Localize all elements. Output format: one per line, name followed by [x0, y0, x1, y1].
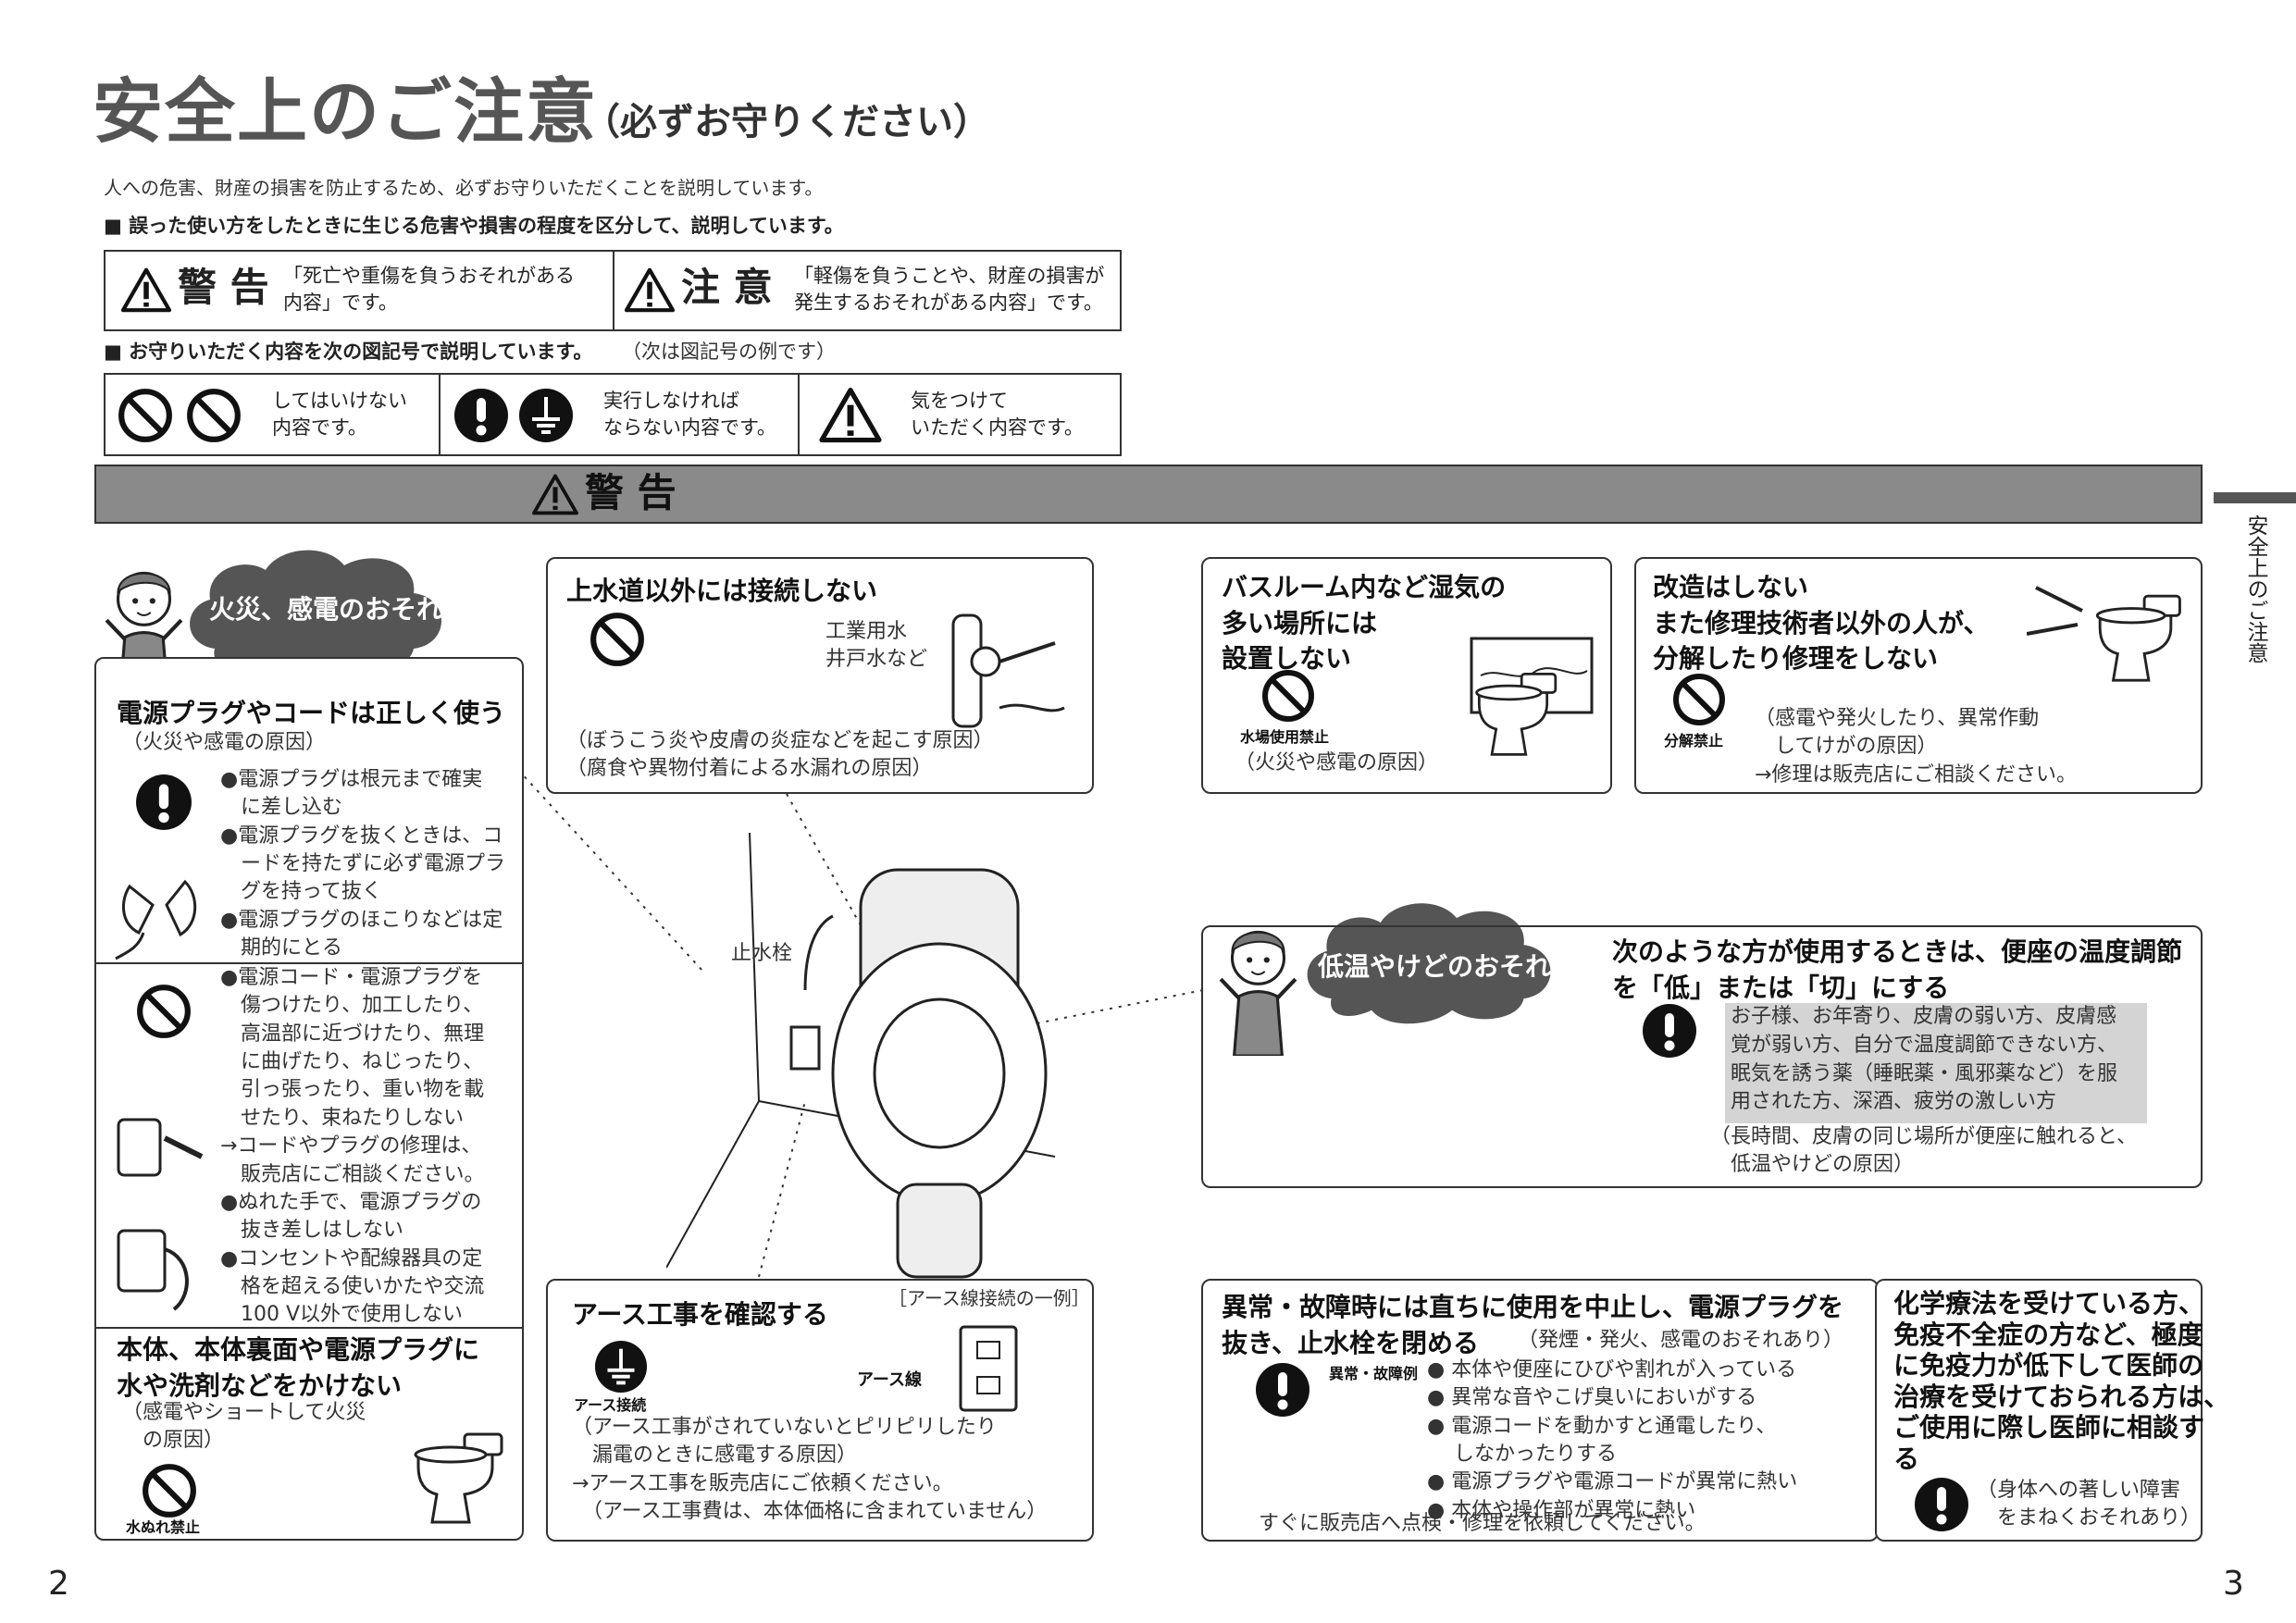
- water-reason: （感電やショートして火災 の原因）: [122, 1401, 366, 1453]
- caution-text: 「軽傷を負うことや、財産の損害が 発生するおそれがある内容」です。: [794, 265, 1105, 314]
- banner-label: 警 告: [585, 470, 676, 515]
- page-number-left: 2: [48, 1565, 69, 1603]
- mandatory-icon: [1914, 1477, 1969, 1532]
- modify-card: [1634, 557, 2203, 794]
- symbol-table: してはいけない 内容です。 実行しなければ ならない内容です。 気をつけて いた…: [104, 373, 1122, 456]
- modify-reason: （感電や発火したり、異常作動 してけがの原因） →修理は販売店にご相談ください。: [1755, 707, 2077, 787]
- water-title: 本体、本体裏面や電源プラグに 水や洗剤などをかけない: [117, 1334, 480, 1401]
- caution-symbol-text: 気をつけて いただく内容です。: [911, 390, 1084, 439]
- cord-illustration: [117, 1118, 204, 1311]
- fire-bubble-text: 火災、感電のおそれ: [209, 594, 443, 625]
- pipe-illustration: [951, 613, 1065, 728]
- earth-icon-label: アース接続: [574, 1396, 647, 1414]
- prohibit-icon: [589, 611, 646, 668]
- side-tab-bar: [2214, 492, 2296, 503]
- supply-card: [546, 557, 1094, 794]
- bath-reason: （火災や感電の原因）: [1235, 751, 1439, 774]
- toilet-top-illustration: [666, 832, 1056, 1279]
- modify-icon-label: 分解禁止: [1664, 732, 1724, 750]
- warning-text: 「死亡や重傷を負うおそれがある 内容」です。: [283, 265, 575, 314]
- fault-title: 異常・故障時には直ちに使用を中止し、電源プラグを 抜き、止水栓を閉める: [1222, 1292, 1844, 1358]
- section2-heading: ■ お守りいただく内容を次の図記号で説明しています。: [104, 341, 593, 363]
- fault-list: ● 本体や便座にひびや割れが入っている ● 異常な音やこげ臭いにおいがする ● …: [1427, 1358, 1798, 1522]
- valve-label: 止水栓: [731, 942, 793, 965]
- earth-title: アース工事を確認する: [572, 1299, 828, 1330]
- bath-icon-label: 水場使用禁止: [1240, 728, 1330, 746]
- side-tab-label: 安全上のご注意: [2243, 514, 2267, 663]
- lowtemp-highlight-box: [1725, 1003, 2147, 1123]
- earth-icon: [518, 388, 574, 443]
- bathroom-toilet-illustration: [1470, 637, 1594, 756]
- prohibit-icon: [117, 387, 174, 444]
- section1-heading: ■ 誤った使い方をしたときに生じる危害や損害の程度を区分して、説明しています。: [104, 215, 844, 237]
- caution-label: 注 意: [681, 265, 773, 310]
- mandatory-icon: [453, 388, 509, 443]
- outlet-illustration: [959, 1325, 1018, 1412]
- earth-wire-label: アース線: [857, 1370, 923, 1390]
- page-title-sub: （必ずお守りください）: [583, 101, 990, 143]
- chemo-reason: （身体への著しい障害 をまねくおそれあり）: [1977, 1479, 2202, 1530]
- page-number-right: 3: [2223, 1565, 2244, 1603]
- supply-title: 上水道以外には接続しない: [566, 576, 878, 606]
- cord-list: ●電源コード・電源プラグを 傷つけたり、加工したり、 高温部に近づけたり、無理 …: [220, 966, 485, 1327]
- no-water-icon: [141, 1462, 198, 1519]
- fault-note: （発煙・発火、感電のおそれあり）: [1518, 1329, 1844, 1352]
- caution-triangle-icon: [624, 266, 676, 313]
- prohibit-icon: [135, 983, 192, 1040]
- page-title: 安全上のご注意: [93, 70, 598, 153]
- intro-text: 人への危害、財産の損害を防止するため、必ずお守りいただくことを説明しています。: [104, 177, 824, 199]
- earth-example: ［アース線接続の一例］: [888, 1287, 1090, 1309]
- warning-banner: 警 告: [94, 465, 2203, 524]
- bath-title: バスルーム内など湿気の 多い場所には 設置しない: [1222, 572, 1507, 675]
- banner-triangle-icon: [531, 473, 579, 515]
- mandatory-text: 実行しなければ ならない内容です。: [603, 390, 776, 439]
- no-disassembly-icon: [1671, 672, 1727, 727]
- no-disassembly-icon: [185, 387, 242, 444]
- lowtemp-card: [1201, 925, 2203, 1188]
- level-table: 警 告 「死亡や重傷を負うおそれがある 内容」です。 注 意 「軽傷を負うことや…: [104, 250, 1122, 331]
- chemo-title: 化学療法を受けている方、 免疫不全症の方など、極度 に免疫力が低下して医師の 治…: [1893, 1288, 2230, 1474]
- no-water-label: 水ぬれ禁止: [126, 1518, 201, 1536]
- mandatory-icon: [1255, 1362, 1310, 1418]
- lowtemp-bubble-text: 低温やけどのおそれ: [1318, 951, 1552, 982]
- caution-icon: [818, 386, 883, 443]
- modify-title: 改造はしない また修理技術者以外の人が、 分解したり修理をしない: [1653, 572, 1990, 675]
- earth-text: （アース工事がされていないとピリピリしたり 漏電のときに感電する原因） →アース…: [572, 1416, 1048, 1524]
- earth-icon: [594, 1340, 648, 1394]
- section2-note: （次は図記号の例です）: [622, 341, 836, 363]
- toilet-spray-illustration: [400, 1416, 511, 1527]
- plug-title: 電源プラグやコードは正しく使う: [117, 698, 506, 728]
- mandatory-icon: [1642, 1003, 1697, 1059]
- lowtemp-highlight: お子様、お年寄り、皮膚の弱い方、皮膚感 覚が弱い方、自分で温度調節できない方、 …: [1731, 1005, 2118, 1114]
- lowtemp-reason: （長時間、皮膚の同じ場所が便座に触れると、 低温やけどの原因）: [1710, 1125, 2138, 1177]
- supply-reason: （ぼうこう炎や皮膚の炎症などを起こす原因） （腐食や異物付着による水漏れの原因）: [566, 729, 994, 781]
- plug-list: ●電源プラグは根元まで確実 に差し込む ●電源プラグを抜くときは、コ ードを持た…: [220, 768, 506, 960]
- no-wet-area-icon: [1260, 668, 1316, 724]
- water-types: 工業用水 井戸水など: [825, 620, 928, 672]
- fault-footer: すぐに販売店へ点検・修理を依頼してください。: [1259, 1512, 1706, 1535]
- warning-label: 警 告: [178, 265, 269, 310]
- fault-card: [1201, 1279, 1879, 1542]
- prohibit-text: してはいけない 内容です。: [272, 390, 407, 439]
- plug-reason: （火災や感電の原因）: [122, 731, 327, 754]
- warning-triangle-icon: [120, 266, 172, 313]
- mandatory-icon: [135, 774, 192, 831]
- hands-plug-illustration: [115, 879, 197, 960]
- lowtemp-title: 次のような方が使用するときは、便座の温度調節 を「低」または「切」にする: [1612, 936, 2183, 1003]
- fault-example-label: 異常・故障例: [1329, 1365, 1419, 1382]
- tools-toilet-illustration: [2027, 586, 2181, 682]
